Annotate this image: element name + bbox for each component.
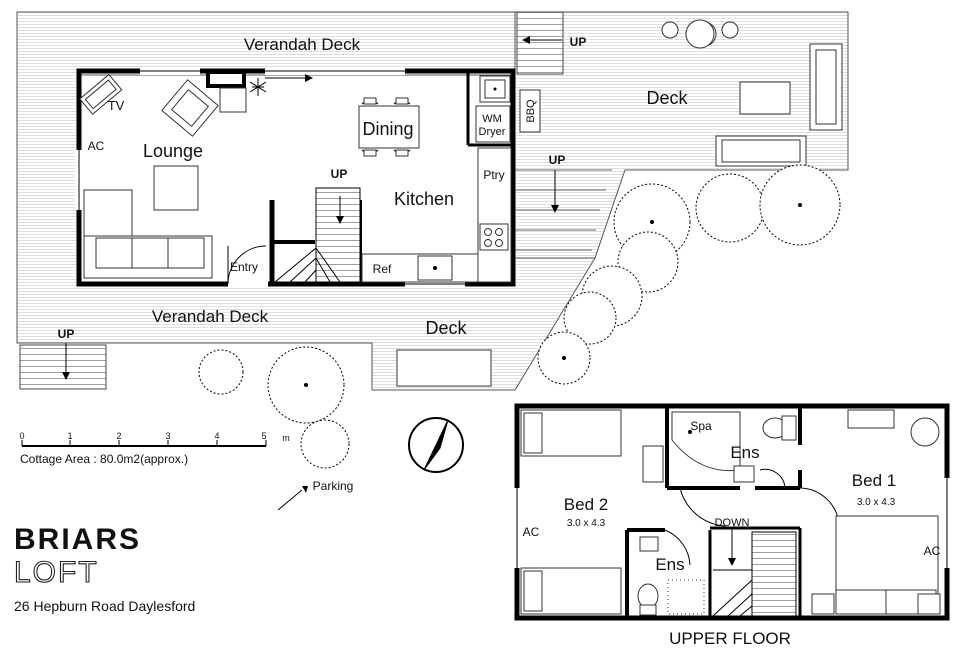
kitchen-counters bbox=[361, 75, 512, 283]
scale-unit: m bbox=[282, 433, 290, 443]
tree bbox=[695, 173, 765, 243]
top-steps bbox=[516, 11, 564, 75]
ens-top-label: Ens bbox=[730, 443, 759, 462]
dining-label: Dining bbox=[362, 119, 413, 139]
kitchen-label: Kitchen bbox=[394, 189, 454, 209]
trees bbox=[198, 164, 841, 469]
bed1-size: 3.0 x 4.3 bbox=[857, 497, 896, 508]
verandah-deck-bottom-label: Verandah Deck bbox=[152, 307, 269, 326]
ac-lounge-label: AC bbox=[88, 139, 105, 153]
scale-bar bbox=[21, 440, 267, 447]
up-left-label: UP bbox=[58, 327, 75, 341]
entry-label: Entry bbox=[230, 260, 258, 274]
deck-bottom-label: Deck bbox=[425, 318, 467, 338]
ac-bed1-label: AC bbox=[924, 544, 941, 558]
deck-furniture bbox=[396, 19, 843, 387]
up-top-label: UP bbox=[570, 35, 587, 49]
bbq-label: BBQ bbox=[525, 99, 537, 123]
parking-arrow-icon bbox=[277, 486, 308, 511]
up-arrows bbox=[62, 36, 562, 380]
bed2-size: 3.0 x 4.3 bbox=[567, 518, 606, 529]
plant-icon bbox=[249, 78, 267, 96]
internal-stairs bbox=[274, 187, 361, 283]
deck-top-label: Deck bbox=[646, 88, 688, 108]
brand-name-line2: LOFT bbox=[14, 556, 99, 589]
address: 26 Hepburn Road Daylesford bbox=[14, 598, 195, 614]
scale-tick-2: 2 bbox=[116, 431, 121, 441]
deck-areas bbox=[16, 11, 849, 391]
ens-bottom-label: Ens bbox=[655, 555, 684, 574]
parking-label: Parking bbox=[313, 479, 354, 493]
verandah-deck-top-label: Verandah Deck bbox=[244, 35, 361, 54]
sofa bbox=[83, 189, 213, 279]
up-right-label: UP bbox=[549, 153, 566, 167]
lounge-label: Lounge bbox=[143, 141, 203, 161]
dining-table bbox=[358, 97, 420, 157]
bed1-label: Bed 1 bbox=[852, 471, 896, 490]
upper-floor-title: UPPER FLOOR bbox=[669, 629, 791, 648]
scale-tick-1: 1 bbox=[67, 431, 72, 441]
dryer-label: Dryer bbox=[479, 126, 506, 138]
upper-floor-plan bbox=[514, 403, 950, 621]
wm-label: WM bbox=[482, 113, 502, 125]
left-steps bbox=[19, 344, 107, 390]
tv-unit bbox=[79, 73, 123, 115]
ground-floor-furniture bbox=[79, 73, 512, 283]
ref-label: Ref bbox=[373, 262, 392, 276]
right-steps bbox=[515, 169, 612, 251]
up-stairs-label: UP bbox=[331, 167, 348, 181]
compass-icon bbox=[408, 417, 464, 473]
side-table bbox=[219, 87, 247, 113]
scale-tick-0: 0 bbox=[19, 431, 24, 441]
armchair bbox=[161, 79, 219, 137]
scale-tick-3: 3 bbox=[165, 431, 170, 441]
window-arrow-icon bbox=[265, 74, 313, 82]
down-label: DOWN bbox=[715, 517, 750, 529]
scale-tick-4: 4 bbox=[214, 431, 219, 441]
ptry-label: Ptry bbox=[483, 168, 504, 182]
spa-label: Spa bbox=[690, 419, 712, 433]
tree bbox=[198, 349, 244, 395]
labels: Verandah Deck Verandah Deck Deck Deck UP… bbox=[13, 35, 941, 648]
tree bbox=[563, 291, 617, 345]
tree bbox=[300, 419, 350, 469]
cottage-area: Cottage Area : 80.0m2(approx.) bbox=[20, 452, 188, 466]
scale-tick-5: 5 bbox=[261, 431, 266, 441]
ac-bed2-label: AC bbox=[523, 525, 540, 539]
bed2-label: Bed 2 bbox=[564, 495, 608, 514]
coffee-table bbox=[153, 165, 199, 211]
brand-name-line1: BRIARS bbox=[14, 523, 141, 556]
tv-label: TV bbox=[108, 98, 125, 113]
